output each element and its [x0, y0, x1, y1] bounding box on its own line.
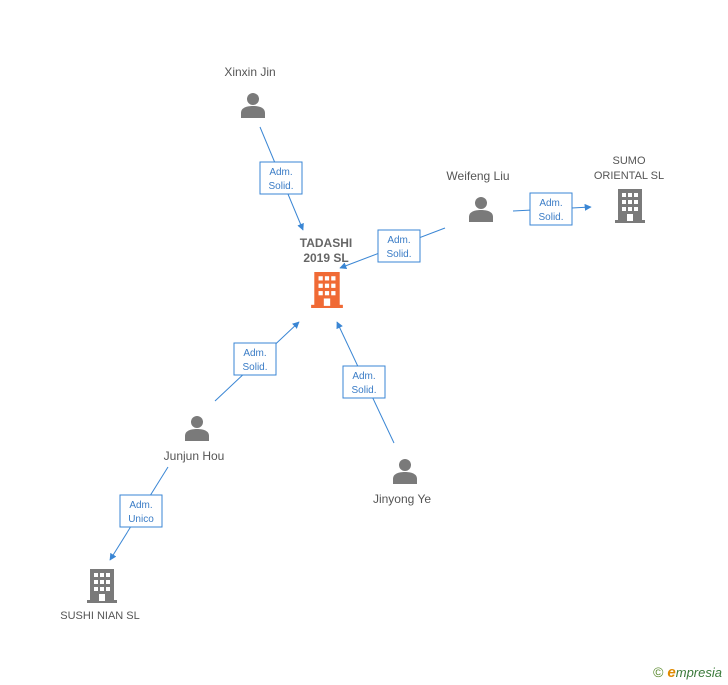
role-line1: Adm.: [269, 167, 292, 178]
node-tadashi-focus[interactable]: TADASHI 2019 SL: [300, 236, 352, 308]
node-sumo-oriental[interactable]: SUMO ORIENTAL SL: [594, 155, 664, 223]
person-icon: [185, 416, 209, 441]
person-icon: [393, 459, 417, 484]
node-label: Xinxin Jin: [224, 65, 275, 79]
building-icon: [615, 189, 645, 223]
role-line2: Solid.: [242, 362, 267, 373]
brand-footer[interactable]: ©empresia: [653, 664, 722, 681]
role-box[interactable]: Adm. Solid.: [377, 229, 421, 263]
role-line1: Adm.: [129, 500, 152, 511]
building-icon: [311, 272, 343, 308]
node-weifeng-liu[interactable]: Weifeng Liu: [446, 169, 510, 222]
node-sushi-nian[interactable]: SUSHI NIAN SL: [60, 569, 140, 622]
edge-xinxin-to-tadashi: Adm. Solid.: [259, 126, 304, 231]
role-line2: Solid.: [538, 212, 563, 223]
node-label-line1: SUMO: [613, 155, 646, 167]
node-label: Jinyong Ye: [373, 492, 431, 506]
role-line2: Unico: [128, 514, 154, 525]
node-junjun-hou[interactable]: Junjun Hou: [164, 416, 225, 463]
brand-name: mpresia: [675, 665, 722, 680]
role-line2: Solid.: [386, 249, 411, 260]
role-line1: Adm.: [387, 235, 410, 246]
role-box[interactable]: Adm. Unico: [119, 494, 163, 528]
role-line1: Adm.: [352, 371, 375, 382]
edge-weifeng-to-sumo: Adm. Solid.: [512, 192, 592, 226]
brand-logo: empresia: [667, 664, 722, 681]
role-line1: Adm.: [243, 348, 266, 359]
node-label-line1: TADASHI: [300, 236, 352, 250]
role-box[interactable]: Adm. Solid.: [233, 342, 277, 376]
node-label: Junjun Hou: [164, 449, 225, 463]
role-box[interactable]: Adm. Solid.: [342, 365, 386, 399]
copyright-icon: ©: [653, 664, 664, 680]
role-line1: Adm.: [539, 198, 562, 209]
node-xinxin-jin[interactable]: Xinxin Jin: [224, 65, 276, 118]
role-box[interactable]: Adm. Solid.: [259, 161, 303, 195]
role-line2: Solid.: [351, 385, 376, 396]
node-label: Weifeng Liu: [446, 169, 509, 183]
edge-jinyong-to-tadashi: Adm. Solid.: [336, 321, 395, 444]
edge-junjun-to-tadashi: Adm. Solid.: [214, 321, 300, 402]
role-line2: Solid.: [268, 181, 293, 192]
edge-junjun-to-sushi: Adm. Unico: [109, 466, 169, 561]
node-label-line2: ORIENTAL SL: [594, 170, 664, 182]
node-jinyong-ye[interactable]: Jinyong Ye: [373, 459, 431, 506]
building-icon: [87, 569, 117, 603]
person-icon: [241, 93, 265, 118]
role-box[interactable]: Adm. Solid.: [529, 192, 573, 226]
node-label: SUSHI NIAN SL: [60, 610, 139, 622]
node-label-line2: 2019 SL: [303, 251, 348, 265]
person-icon: [469, 197, 493, 222]
brand-initial: e: [667, 664, 676, 681]
edge-weifeng-to-tadashi: Adm. Solid.: [339, 227, 446, 270]
